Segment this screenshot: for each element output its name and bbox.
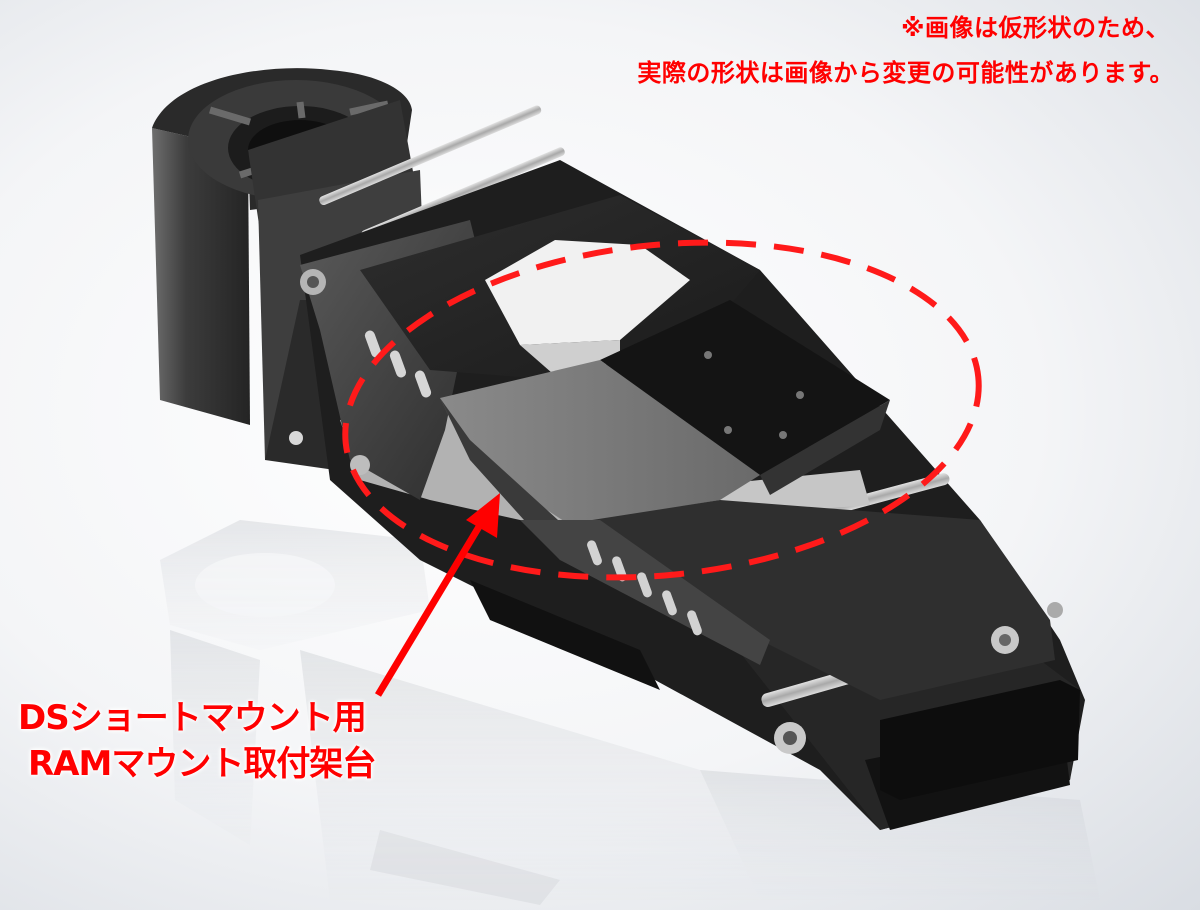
grey-slide-panel (440, 360, 760, 560)
disclaimer-line-2: 実際の形状は画像から変更の可能性があります。 (637, 59, 1174, 87)
callout-label-line-2: RAMマウント取付架台 (28, 744, 376, 784)
ram-mount-plate (600, 300, 890, 495)
disclaimer-line-1: ※画像は仮形状のため、 (901, 14, 1170, 42)
highlight-ellipse (342, 239, 982, 581)
callout-label-line-1: DSショートマウント用 (18, 698, 367, 738)
front-bumper (470, 580, 1080, 800)
floor-reflection (160, 520, 1100, 905)
callout-arrow (374, 493, 500, 697)
right-side-plate (520, 500, 1063, 754)
